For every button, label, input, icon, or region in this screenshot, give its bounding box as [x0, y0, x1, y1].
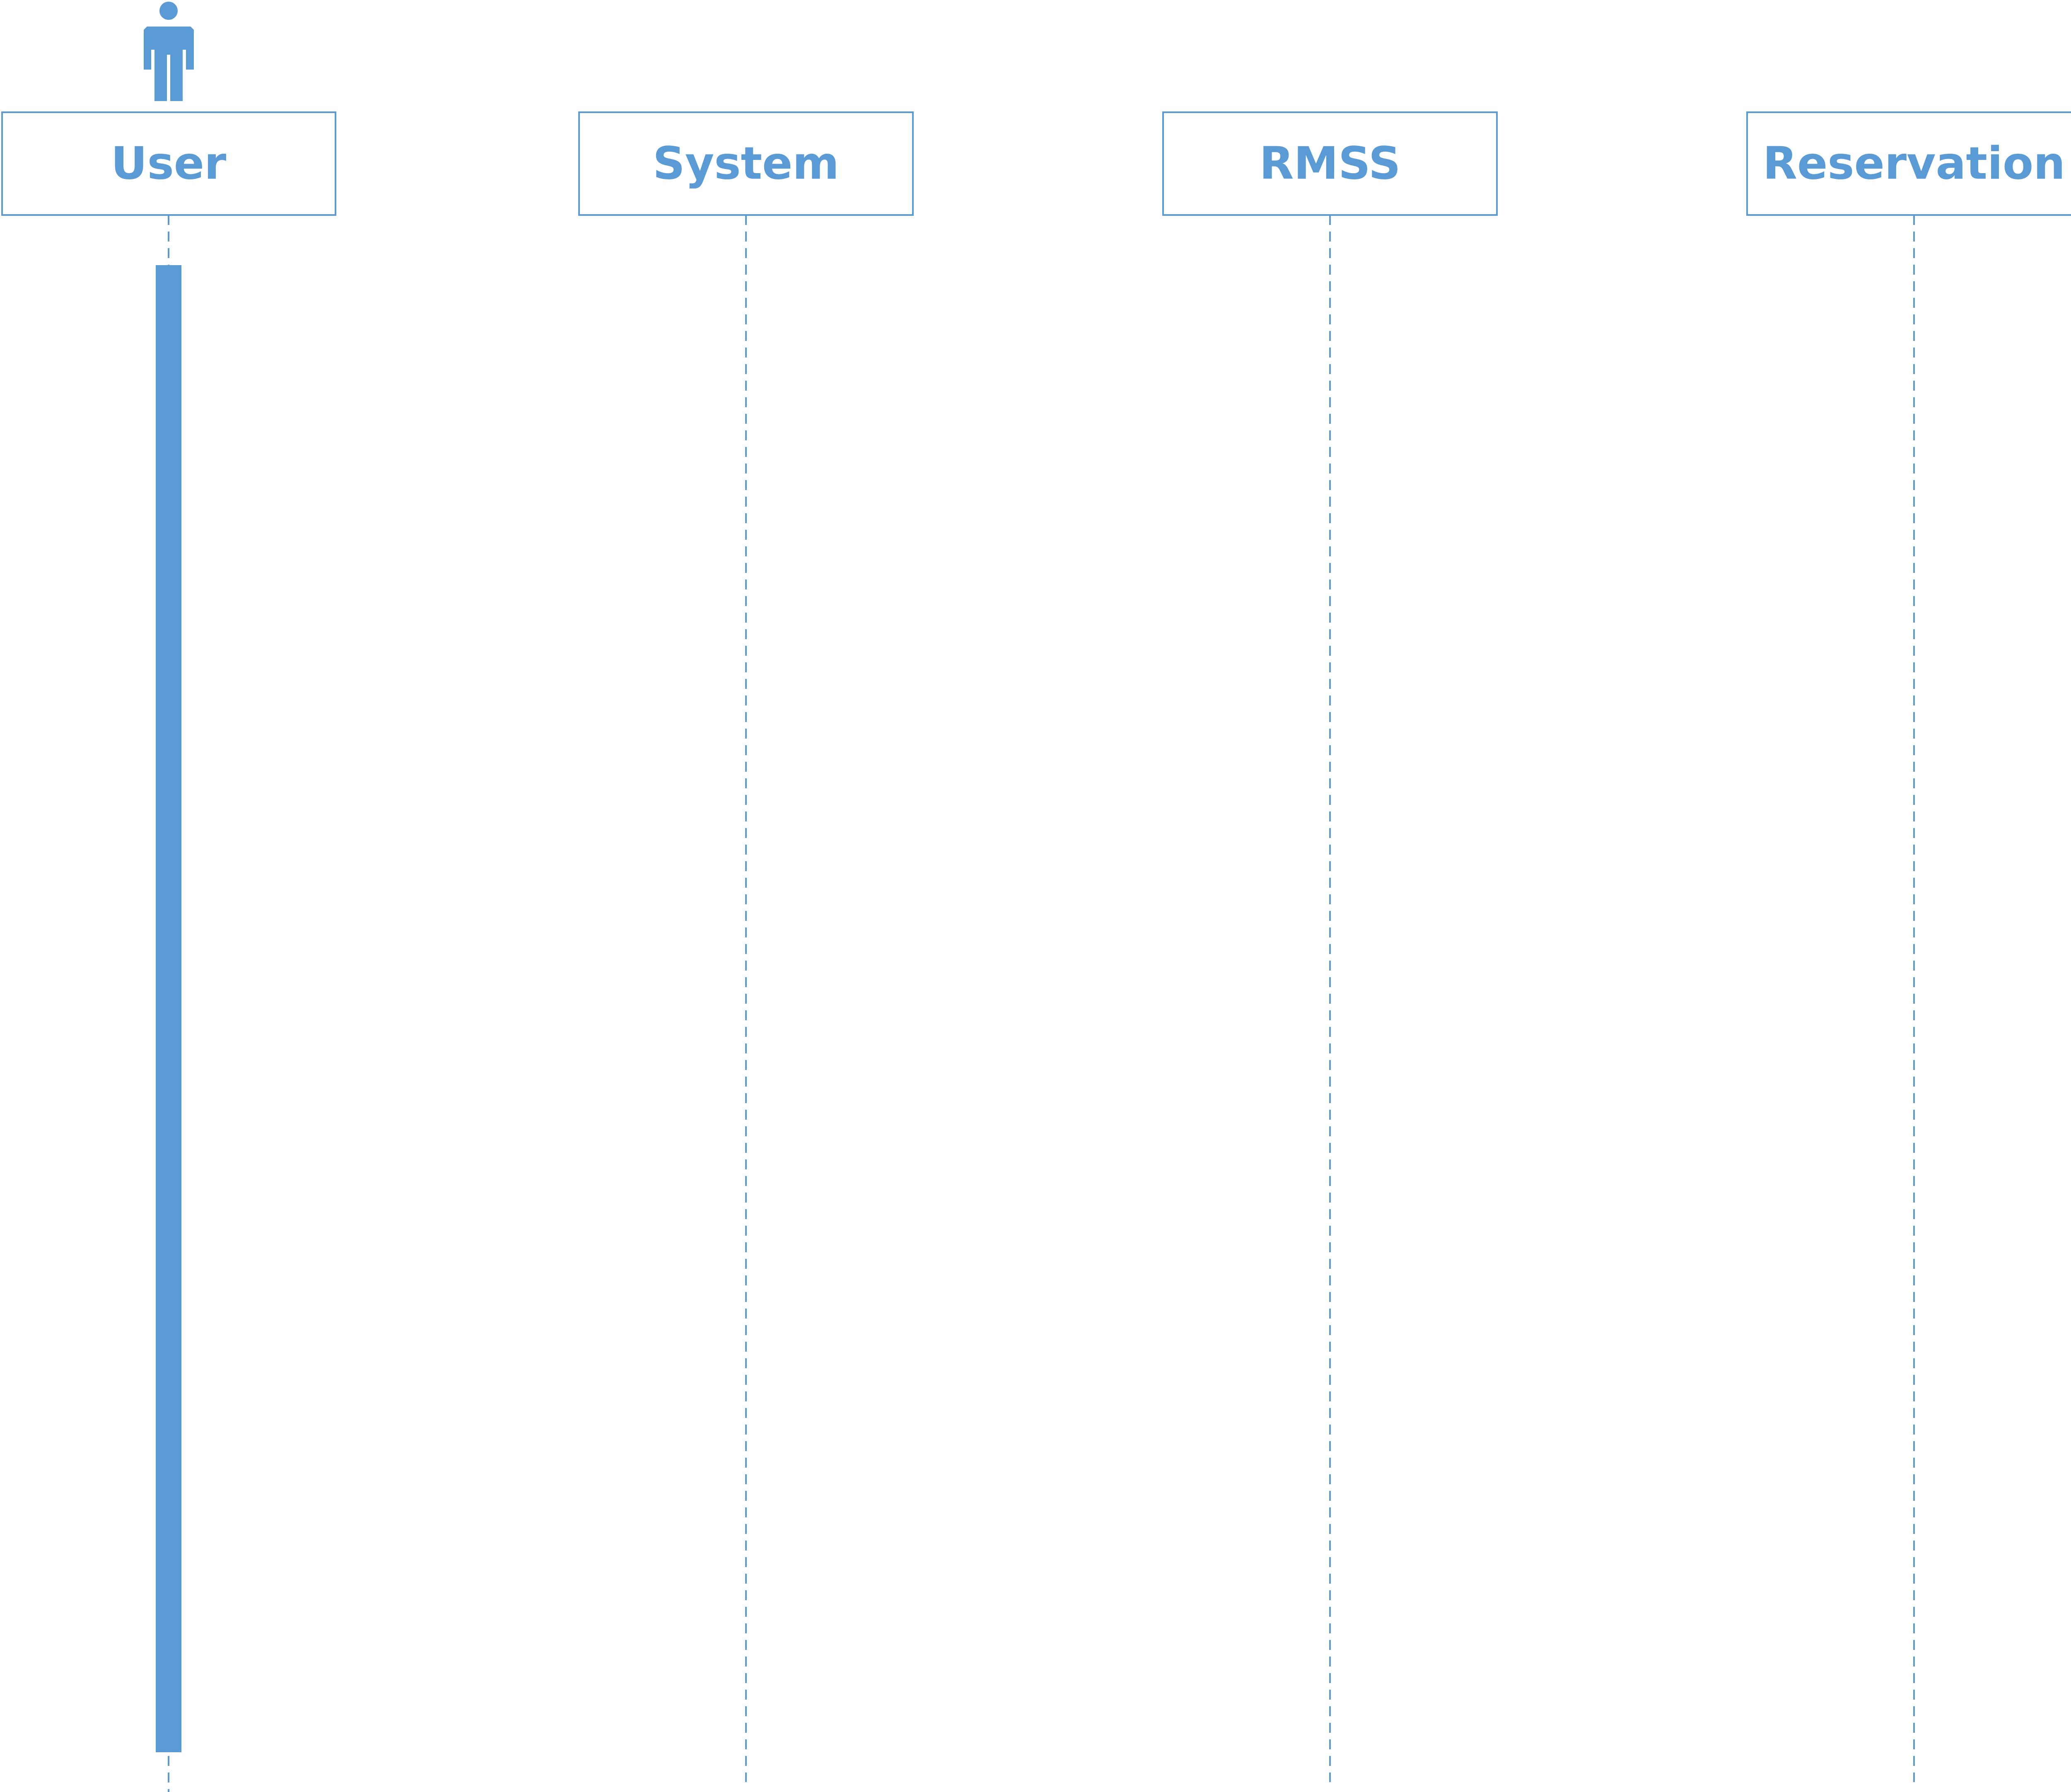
- participant-box: [1, 111, 336, 216]
- participant-box: [578, 111, 914, 216]
- activation-bar-user: [156, 265, 181, 1752]
- participant-system[interactable]: System: [578, 111, 914, 216]
- participant-label: Reservation: [1763, 138, 2065, 190]
- participant-reservation[interactable]: Reservation: [1746, 111, 2071, 216]
- participant-label: User: [111, 138, 227, 190]
- participant-box: [1746, 111, 2071, 216]
- participant-user[interactable]: User: [1, 111, 336, 216]
- participant-rmss[interactable]: RMSS: [1162, 111, 1498, 216]
- participant-label: System: [653, 138, 839, 190]
- person-icon: [144, 2, 194, 101]
- participant-label: RMSS: [1259, 138, 1400, 190]
